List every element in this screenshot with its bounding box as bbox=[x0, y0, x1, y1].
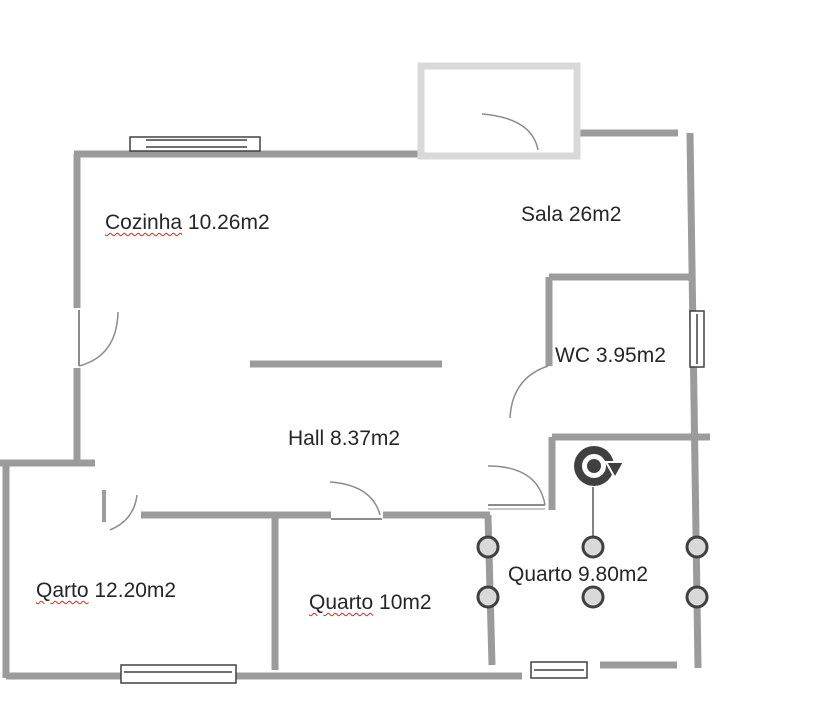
rotate-icon-core bbox=[587, 459, 601, 473]
wall-right bbox=[686, 132, 702, 669]
door-cozinha-swing bbox=[78, 311, 119, 367]
room-name-sala: Sala bbox=[521, 203, 564, 226]
door-wc-swing bbox=[509, 365, 549, 419]
room-name-wc: WC bbox=[555, 344, 590, 367]
room-area-quarto-980: 9.80m2 bbox=[578, 563, 649, 586]
rotate-icon-arrow bbox=[604, 461, 626, 481]
room-area-cozinha: 10.26m2 bbox=[187, 211, 270, 234]
room-area-wc: 3.95m2 bbox=[595, 344, 666, 367]
room-label-sala[interactable]: Sala 26m2 bbox=[521, 204, 621, 225]
room-label-wc[interactable]: WC 3.95m2 bbox=[555, 345, 666, 366]
room-label-quarto-980[interactable]: Quarto 9.80m2 bbox=[508, 564, 648, 585]
room-label-hall[interactable]: Hall 8.37m2 bbox=[288, 428, 400, 449]
handle-bottom-right[interactable] bbox=[685, 585, 709, 609]
room-name-quarto-10: Quarto bbox=[309, 591, 374, 614]
room-label-qarto[interactable]: Qarto 12.20m2 bbox=[36, 580, 176, 601]
entrance-door-swing bbox=[481, 113, 539, 151]
room-area-sala: 26m2 bbox=[568, 203, 622, 226]
room-name-quarto-980: Quarto bbox=[508, 563, 573, 586]
room-label-quarto-10[interactable]: Quarto 10m2 bbox=[309, 592, 432, 613]
door-hall-swing bbox=[329, 481, 381, 516]
doors bbox=[78, 310, 549, 531]
handle-bottom-middle[interactable] bbox=[581, 585, 605, 609]
room-area-qarto: 12.20m2 bbox=[94, 579, 177, 602]
room-name-cozinha: Cozinha bbox=[105, 211, 183, 234]
room-area-hall: 8.37m2 bbox=[330, 427, 401, 450]
room-area-quarto-10: 10m2 bbox=[379, 591, 432, 614]
window-top bbox=[129, 136, 261, 152]
handle-bottom-left[interactable] bbox=[476, 585, 500, 609]
selection-frame[interactable] bbox=[476, 487, 709, 609]
room-name-hall: Hall bbox=[288, 427, 325, 450]
window-bottom-left bbox=[120, 664, 237, 684]
handle-top-middle[interactable] bbox=[581, 535, 605, 559]
rotate-icon[interactable] bbox=[574, 446, 626, 486]
handle-top-right[interactable] bbox=[685, 535, 709, 559]
entrance-block bbox=[417, 62, 581, 160]
door-q980-swing bbox=[487, 465, 546, 506]
windows bbox=[120, 136, 705, 684]
room-label-cozinha[interactable]: Cozinha 10.26m2 bbox=[105, 212, 270, 233]
door-qarto-swing bbox=[109, 494, 138, 531]
handle-top-left[interactable] bbox=[476, 535, 500, 559]
room-name-qarto: Qarto bbox=[36, 579, 89, 602]
